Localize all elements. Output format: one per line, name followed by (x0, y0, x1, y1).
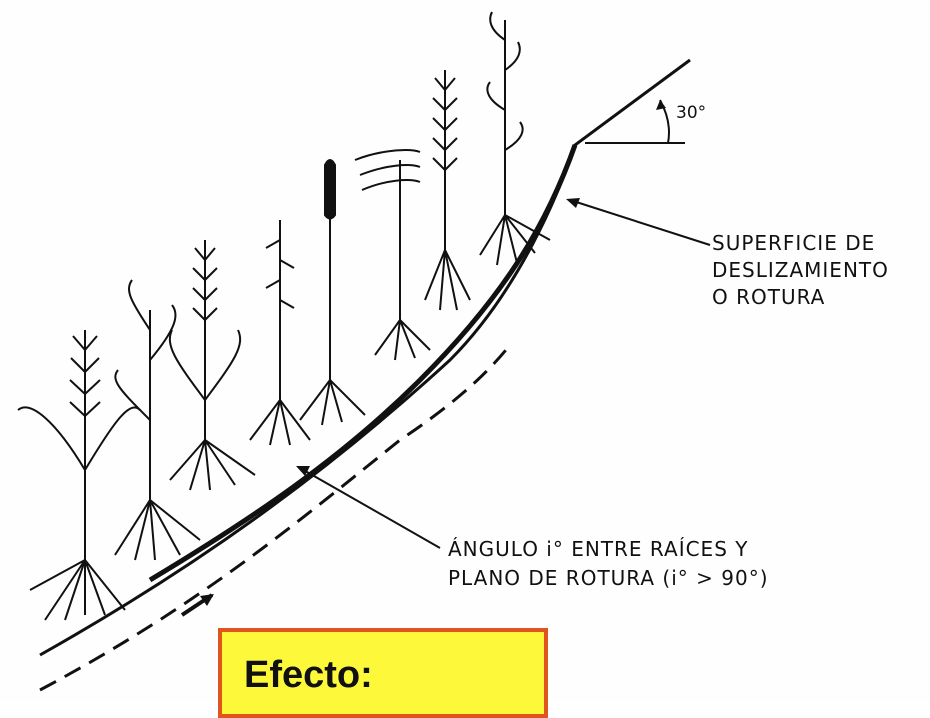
failure-surface-line-2: DESLIZAMIENTO (712, 258, 889, 282)
plant-group (18, 12, 550, 620)
plant (170, 240, 255, 490)
failure-surface-leader-arrow (566, 198, 580, 208)
root-angle-line-1: ÁNGULO i° ENTRE RAÍCES Y (448, 537, 748, 561)
slope-vegetation-diagram: 30° SUPERFICIE DE DESLIZAMIENTO O ROTURA… (0, 0, 930, 702)
failure-surface-line-1: SUPERFICIE DE (712, 231, 875, 255)
diagram-canvas: 30° SUPERFICIE DE DESLIZAMIENTO O ROTURA… (0, 0, 930, 702)
plant (300, 160, 365, 425)
plant (18, 330, 140, 620)
plant (355, 150, 430, 360)
plant (425, 70, 470, 310)
effect-title: Efecto: (244, 654, 373, 697)
plant (250, 220, 310, 445)
failure-surface-line-3: O ROTURA (712, 285, 825, 309)
root-angle-line-2: PLANO DE ROTURA (i° > 90°) (448, 566, 769, 590)
angle-label: 30° (676, 103, 706, 123)
root-angle-leader (300, 468, 440, 548)
plant (115, 280, 200, 560)
effect-box: Efecto: (218, 628, 548, 718)
failure-surface-leader (570, 200, 710, 245)
slip-arc (150, 145, 575, 580)
